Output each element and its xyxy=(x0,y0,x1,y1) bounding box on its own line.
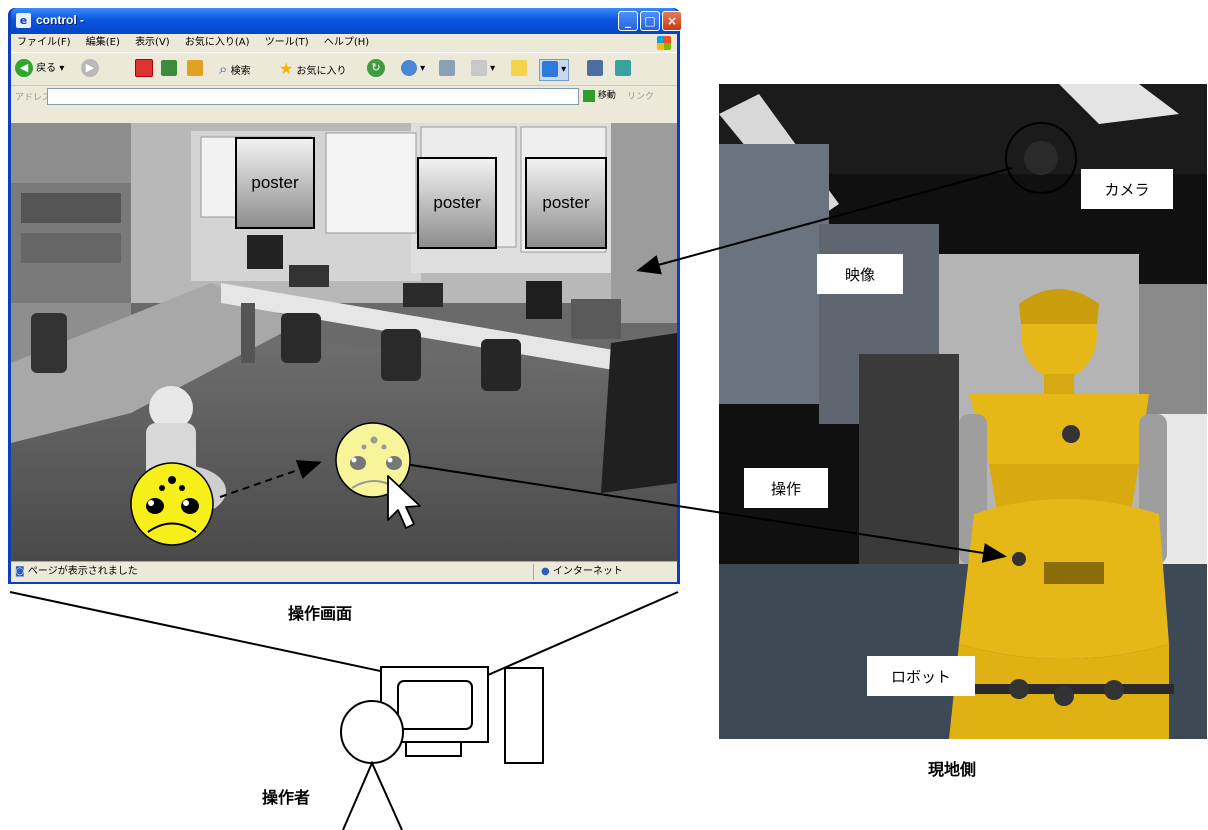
mail-button[interactable]: ▾ xyxy=(401,59,425,79)
camera-label: カメラ xyxy=(1081,169,1173,209)
menu-file[interactable]: ファイル(F) xyxy=(17,37,71,48)
status-separator xyxy=(533,564,534,580)
go-arrow-icon xyxy=(583,89,595,102)
poster-2: poster xyxy=(417,157,497,249)
research-button[interactable] xyxy=(587,59,603,79)
view-line-right xyxy=(464,591,679,686)
stop-button[interactable] xyxy=(135,59,153,79)
discuss-button[interactable] xyxy=(511,59,527,79)
mail-icon xyxy=(401,60,417,76)
history-button[interactable]: ↻ xyxy=(367,59,385,79)
toolbar: ◀ 戻る ▾ ▶ ⌕ 検索 ★ お気に入り xyxy=(11,52,677,85)
menu-bar: ファイル(F) 編集(E) 表示(V) お気に入り(A) ツール(T) ヘルプ(… xyxy=(11,34,677,52)
messenger-icon xyxy=(542,61,558,77)
search-button[interactable]: ⌕ 検索 xyxy=(219,60,251,78)
operation-label: 操作 xyxy=(744,468,828,508)
forward-arrow-icon: ▶ xyxy=(81,59,99,77)
edit-icon xyxy=(471,60,487,76)
move-arrow xyxy=(219,460,322,498)
computer-icon xyxy=(380,666,544,764)
maximize-button[interactable]: □ xyxy=(640,11,660,31)
page-icon: ◙ xyxy=(15,566,25,577)
video-label: 映像 xyxy=(817,254,903,294)
site-photo: カメラ 映像 ロボット xyxy=(719,84,1207,739)
refresh-icon xyxy=(161,60,177,76)
robot-face-current xyxy=(130,462,214,546)
address-label: アドレス(D) xyxy=(15,93,65,103)
globe-icon: ● xyxy=(541,566,550,577)
menu-help[interactable]: ヘルプ(H) xyxy=(323,37,370,48)
poster-1: poster xyxy=(235,137,315,229)
operation-arrow xyxy=(397,462,1007,563)
status-zone: ● インターネット xyxy=(541,566,623,577)
window-title: control - xyxy=(36,13,84,27)
ie-icon: e xyxy=(16,13,31,28)
robot-scene xyxy=(719,84,1207,739)
menu-view[interactable]: 表示(V) xyxy=(135,37,170,48)
status-bar: ◙ ページが表示されました ● インターネット xyxy=(11,561,677,582)
camera-circle xyxy=(1005,122,1077,194)
go-button[interactable]: 移動 xyxy=(583,88,616,102)
home-button[interactable] xyxy=(187,59,203,79)
print-icon xyxy=(439,60,455,76)
home-icon xyxy=(187,60,203,76)
back-button[interactable]: ◀ 戻る ▾ xyxy=(15,59,64,79)
links-button[interactable]: リンク xyxy=(627,92,655,102)
forward-button[interactable]: ▶ xyxy=(81,59,99,79)
messenger-button[interactable]: ▾ xyxy=(539,59,570,81)
close-button[interactable]: × xyxy=(662,11,682,31)
print-button[interactable] xyxy=(439,59,455,79)
refresh-button[interactable] xyxy=(161,59,177,79)
favorites-button[interactable]: ★ お気に入り xyxy=(279,59,347,78)
menu-tools[interactable]: ツール(T) xyxy=(264,37,309,48)
extra-button[interactable] xyxy=(615,59,631,79)
operation-screen-caption: 操作画面 xyxy=(288,604,353,623)
star-icon: ★ xyxy=(279,59,294,78)
research-icon xyxy=(587,60,603,76)
address-bar: アドレス(D) 移動 リンク xyxy=(11,85,677,106)
address-input[interactable] xyxy=(47,88,579,105)
video-arrow xyxy=(636,167,1013,275)
history-icon: ↻ xyxy=(367,59,385,77)
operator-icon xyxy=(340,700,404,830)
extra-icon xyxy=(615,60,631,76)
robot-label: ロボット xyxy=(867,656,975,696)
mouse-cursor-icon xyxy=(387,475,421,529)
robot xyxy=(949,289,1174,739)
operator-caption: 操作者 xyxy=(262,788,311,807)
menu-edit[interactable]: 編集(E) xyxy=(85,37,120,48)
title-bar: e control - _ □ × xyxy=(11,8,682,34)
discuss-icon xyxy=(511,60,527,76)
edit-button[interactable]: ▾ xyxy=(471,59,495,79)
site-side-caption: 現地側 xyxy=(928,760,977,779)
minimize-button[interactable]: _ xyxy=(618,11,638,31)
view-line-left xyxy=(9,591,433,683)
menu-favorites[interactable]: お気に入り(A) xyxy=(184,37,250,48)
stop-icon xyxy=(135,59,153,77)
search-icon: ⌕ xyxy=(219,60,228,78)
poster-3: poster xyxy=(525,157,607,249)
windows-logo-icon xyxy=(657,36,671,50)
back-arrow-icon: ◀ xyxy=(15,59,33,77)
status-left: ◙ ページが表示されました xyxy=(15,566,138,577)
